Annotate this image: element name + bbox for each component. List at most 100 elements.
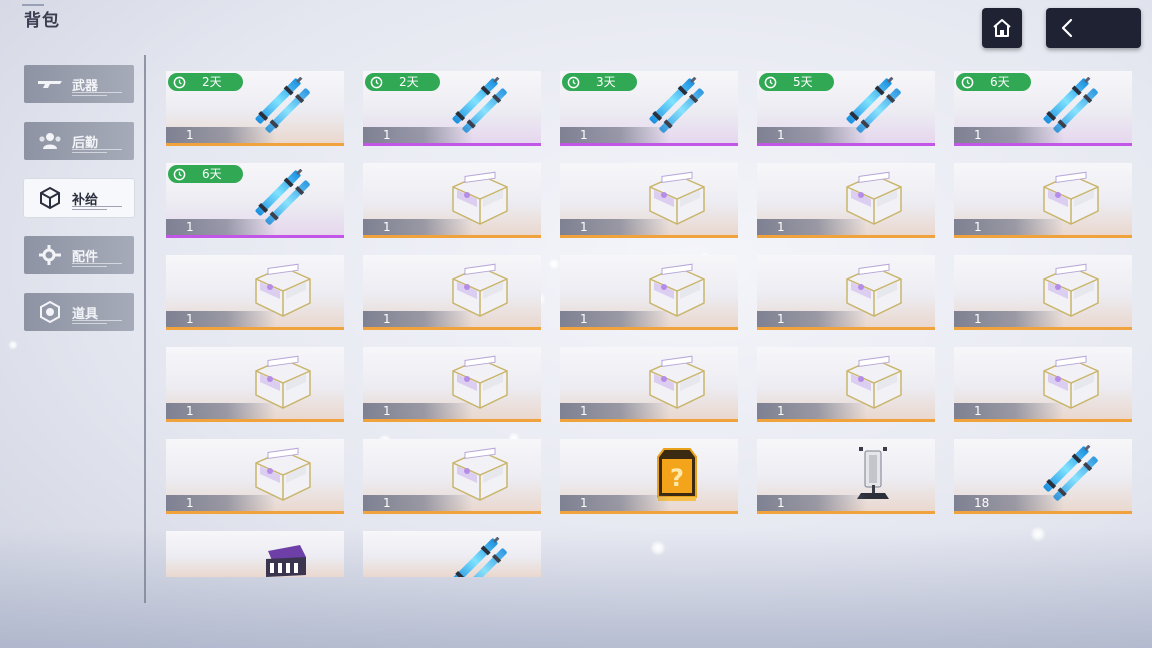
timer-label: 2天 xyxy=(399,75,419,89)
inventory-slot[interactable]: 3天 1 xyxy=(560,71,738,146)
inventory-slot[interactable]: 1 xyxy=(363,439,541,514)
syringe-icon xyxy=(250,76,316,135)
sidebar-item-logistics[interactable]: 后勤 xyxy=(24,122,134,160)
inventory-slot[interactable]: 1 xyxy=(166,347,344,422)
inventory-slot[interactable]: 1 xyxy=(363,163,541,238)
timer-label: 6天 xyxy=(202,167,222,181)
item-count: 1 xyxy=(560,219,670,235)
timer-label: 2天 xyxy=(202,75,222,89)
supply-crate-icon xyxy=(250,261,316,319)
sidebar-item-parts[interactable]: 配件 xyxy=(24,236,134,274)
decorative-lines xyxy=(72,206,122,212)
supply-crate-icon xyxy=(644,353,710,411)
inventory-slot[interactable]: 1 xyxy=(757,255,935,330)
inventory-slot[interactable]: 1 xyxy=(560,347,738,422)
supply-crate-icon xyxy=(1038,169,1104,227)
supply-crate-icon xyxy=(447,169,513,227)
inventory-slot[interactable]: 1 xyxy=(166,439,344,514)
decorative-lines xyxy=(72,149,122,155)
sidebar-item-props[interactable]: 道具 xyxy=(24,293,134,331)
inventory-slot[interactable] xyxy=(166,531,344,577)
inventory-slot[interactable]: 1 xyxy=(757,163,935,238)
item-count: 1 xyxy=(560,311,670,327)
sidebar-item-supplies[interactable]: 补给 xyxy=(24,179,134,217)
decorative-lines xyxy=(72,263,122,269)
item-count: 18 xyxy=(954,495,1064,511)
purple-device-icon xyxy=(250,537,316,577)
clock-icon xyxy=(567,76,580,88)
item-count: 1 xyxy=(954,127,1064,143)
inventory-slot[interactable]: 18 xyxy=(954,439,1132,514)
inventory-slot[interactable]: 1 xyxy=(363,347,541,422)
expiry-timer-badge: 6天 xyxy=(168,165,243,183)
sidebar-item-weapons[interactable]: 武器 xyxy=(24,65,134,103)
supply-crate-icon xyxy=(644,261,710,319)
page-title: 背包 xyxy=(24,11,60,31)
inventory-slot[interactable] xyxy=(363,531,541,577)
inventory-slot[interactable]: 1 xyxy=(757,439,935,514)
sparkle-decoration xyxy=(548,258,560,270)
expiry-timer-badge: 5天 xyxy=(759,73,834,91)
inventory-slot[interactable]: 1 xyxy=(954,163,1132,238)
syringe-icon xyxy=(644,76,710,135)
item-count: 1 xyxy=(757,495,867,511)
inventory-slot[interactable]: ? 1 xyxy=(560,439,738,514)
mystery-box-icon: ? xyxy=(644,445,710,503)
back-button[interactable] xyxy=(1046,8,1141,48)
syringe-icon xyxy=(447,536,513,577)
rifle-icon xyxy=(36,73,64,95)
title-accent-line xyxy=(22,4,44,6)
gear-part-icon xyxy=(36,244,64,266)
clock-icon xyxy=(173,76,186,88)
supply-crate-icon xyxy=(447,261,513,319)
syringe-icon xyxy=(447,76,513,135)
timer-label: 3天 xyxy=(596,75,616,89)
item-count: 1 xyxy=(757,403,867,419)
supply-crate-icon xyxy=(250,445,316,503)
supply-crate-icon xyxy=(447,353,513,411)
syringe-icon xyxy=(250,168,316,227)
item-count: 1 xyxy=(954,311,1064,327)
syringe-icon xyxy=(1038,76,1104,135)
sparkle-decoration xyxy=(8,340,18,350)
inventory-slot[interactable]: 1 xyxy=(560,255,738,330)
expiry-timer-badge: 3天 xyxy=(562,73,637,91)
item-count: 1 xyxy=(363,495,473,511)
sidebar-divider xyxy=(144,55,146,603)
inventory-slot[interactable]: 1 xyxy=(363,255,541,330)
expiry-timer-badge: 2天 xyxy=(365,73,440,91)
supply-crate-icon xyxy=(841,261,907,319)
item-count: 1 xyxy=(363,219,473,235)
chevron-left-icon xyxy=(1061,18,1073,38)
inventory-slot[interactable]: 1 xyxy=(560,163,738,238)
item-count: 1 xyxy=(560,127,670,143)
inventory-slot[interactable]: 1 xyxy=(166,255,344,330)
item-count: 1 xyxy=(560,403,670,419)
sparkle-decoration xyxy=(1030,526,1046,542)
inventory-slot[interactable]: 1 xyxy=(954,347,1132,422)
supply-crate-icon xyxy=(447,445,513,503)
hexagon-icon xyxy=(36,300,64,324)
target-stand-icon xyxy=(841,445,907,503)
item-count: 1 xyxy=(757,311,867,327)
clock-icon xyxy=(764,76,777,88)
home-icon xyxy=(993,19,1011,37)
item-count: 1 xyxy=(363,127,473,143)
syringe-icon xyxy=(1038,444,1104,503)
inventory-slot[interactable]: 1 xyxy=(757,347,935,422)
sparkle-decoration xyxy=(650,540,666,556)
item-count: 1 xyxy=(560,495,670,511)
supply-crate-icon xyxy=(1038,353,1104,411)
inventory-slot[interactable]: 1 xyxy=(954,255,1132,330)
sidebar-item-label: 补给 xyxy=(72,192,99,208)
syringe-icon xyxy=(841,76,907,135)
home-button[interactable] xyxy=(982,8,1022,48)
item-count: 1 xyxy=(166,311,276,327)
inventory-slot[interactable]: 2天 1 xyxy=(363,71,541,146)
supply-crate-icon xyxy=(841,169,907,227)
sidebar-item-label: 武器 xyxy=(72,78,99,94)
